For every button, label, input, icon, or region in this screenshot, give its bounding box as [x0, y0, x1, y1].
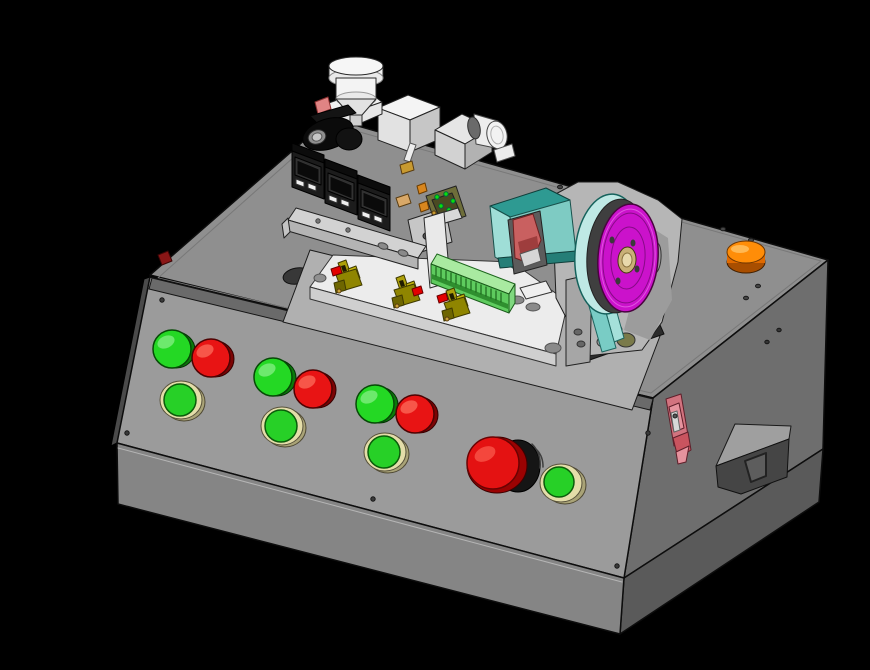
- plate-hole-1: [313, 273, 327, 283]
- relay-2-button-a: [328, 194, 338, 204]
- valve-salmon-bracket: [314, 96, 332, 115]
- arm-hole-1: [573, 328, 583, 336]
- big-red-collar-ridges: [531, 443, 544, 469]
- pushbutton-red-3[interactable]: [395, 394, 435, 434]
- clamp-lever-metal: [519, 247, 542, 268]
- relay-2-button-b: [340, 198, 350, 208]
- pulley-ring-mid: [602, 212, 654, 304]
- orange-button-top[interactable]: [726, 240, 766, 264]
- pushbutton-red-3-highlight: [400, 400, 418, 414]
- pneumatic-rod: [403, 142, 417, 163]
- rear-white-clip: [493, 143, 516, 163]
- clamp-b-slot: [399, 280, 405, 287]
- relay-3-screen: [362, 191, 386, 216]
- skirt-seam-highlight: [117, 447, 623, 583]
- clamp-a-slot: [341, 265, 347, 272]
- pump-top-fin: [309, 104, 357, 125]
- terminal-orange-2: [418, 200, 430, 213]
- pushbutton-green-1-highlight: [157, 335, 175, 349]
- enclosure-front-skirt: [116, 442, 625, 635]
- orange-button-highlight: [731, 245, 749, 253]
- clamp-b-screw: [394, 303, 400, 309]
- pushbutton-red-1-highlight: [196, 344, 214, 358]
- pushbutton-red-2-highlight: [298, 375, 316, 389]
- panel-screw-4: [614, 563, 620, 569]
- rear-cylinder-rear-ring: [467, 116, 481, 140]
- pushbutton-red-1[interactable]: [191, 338, 231, 378]
- tooling-bar-hole-1: [377, 242, 389, 250]
- wire-speck-red: [157, 250, 173, 266]
- clamp-a-screw: [336, 288, 342, 294]
- pulley-ring-light: [600, 208, 656, 308]
- pushbutton-green-3[interactable]: [355, 384, 395, 424]
- pushbutton-green-1[interactable]: [152, 329, 192, 369]
- pushbutton-bezel-green-4[interactable]: [543, 466, 575, 498]
- terminal-led-2: [443, 191, 449, 197]
- clamp-c-flag: [436, 292, 449, 304]
- terminal-gold-bit: [399, 160, 415, 175]
- pushbutton-big-red[interactable]: [466, 436, 520, 490]
- relay-1-screen: [296, 159, 320, 184]
- handle-tab: [744, 452, 767, 483]
- top-screw-6: [743, 295, 749, 301]
- relay-1-button-a: [295, 178, 305, 188]
- pulley-bolt-hole-3: [634, 265, 640, 273]
- clamp-b-flag: [411, 285, 424, 297]
- pump-lens-inner: [311, 132, 323, 142]
- latch-pin: [672, 413, 678, 419]
- arm-hole-2: [576, 340, 586, 348]
- top-screw-5: [755, 283, 761, 289]
- pulley-bolt-hole-2: [630, 239, 636, 247]
- right-face-screw-1: [776, 327, 782, 333]
- pushbutton-bezel-green-3[interactable]: [367, 435, 401, 469]
- pulley-hub-center: [621, 252, 633, 268]
- terminal-led-4: [438, 203, 444, 209]
- pump-cylinder: [335, 127, 363, 151]
- clamp-c-screw: [444, 316, 450, 322]
- pushbutton-green-2[interactable]: [253, 357, 293, 397]
- pushbutton-bezel-green-2[interactable]: [264, 409, 298, 443]
- rear-cylinder-face-ring: [490, 125, 504, 145]
- tooling-bar-hole-2: [397, 249, 409, 257]
- relay-2-screen: [329, 175, 353, 200]
- filter-cap: [328, 56, 384, 76]
- top-screw-1: [557, 184, 563, 190]
- tooling-bar-hole-3: [315, 218, 321, 224]
- tooling-bar-end: [281, 217, 291, 239]
- pulley-ring-inner: [610, 226, 646, 290]
- top-screw-3: [720, 226, 726, 232]
- relay-3-button-a: [361, 210, 371, 220]
- clamp-c-slot: [449, 293, 455, 300]
- terminal-led-3: [450, 198, 456, 204]
- pushbutton-bezel-green-1[interactable]: [163, 383, 197, 417]
- clamp-a-flag: [330, 265, 343, 277]
- relay-1-button-b: [307, 182, 317, 192]
- tooling-bar-hole-4: [345, 227, 351, 233]
- pulley-bolt-hole-4: [615, 277, 621, 285]
- panel-screw-1: [159, 297, 165, 303]
- terminal-led-1: [434, 194, 440, 200]
- terminal-tan-connector: [395, 193, 412, 208]
- right-face-screw-2: [764, 339, 770, 345]
- pulley-bolt-hole-1: [609, 236, 615, 244]
- relay-3-button-b: [373, 214, 383, 224]
- edge-connector-end: [508, 283, 516, 314]
- panel-screw-5: [645, 430, 651, 436]
- big-red-highlight: [474, 446, 496, 462]
- fixture-plate-front: [309, 286, 557, 367]
- edge-connector-teeth: [435, 266, 502, 303]
- edge-connector-slot: [432, 274, 508, 309]
- plate-hole-4: [544, 342, 562, 354]
- pushbutton-green-3-highlight: [360, 390, 378, 404]
- pushbutton-red-2[interactable]: [293, 369, 333, 409]
- panel-screw-3: [370, 496, 376, 502]
- panel-screw-2: [124, 430, 130, 436]
- plate-hole-3: [525, 302, 541, 312]
- latch-tail: [675, 445, 690, 465]
- pushbutton-green-2-highlight: [258, 363, 276, 377]
- terminal-orange-1: [416, 182, 428, 195]
- white-ramp: [519, 280, 553, 300]
